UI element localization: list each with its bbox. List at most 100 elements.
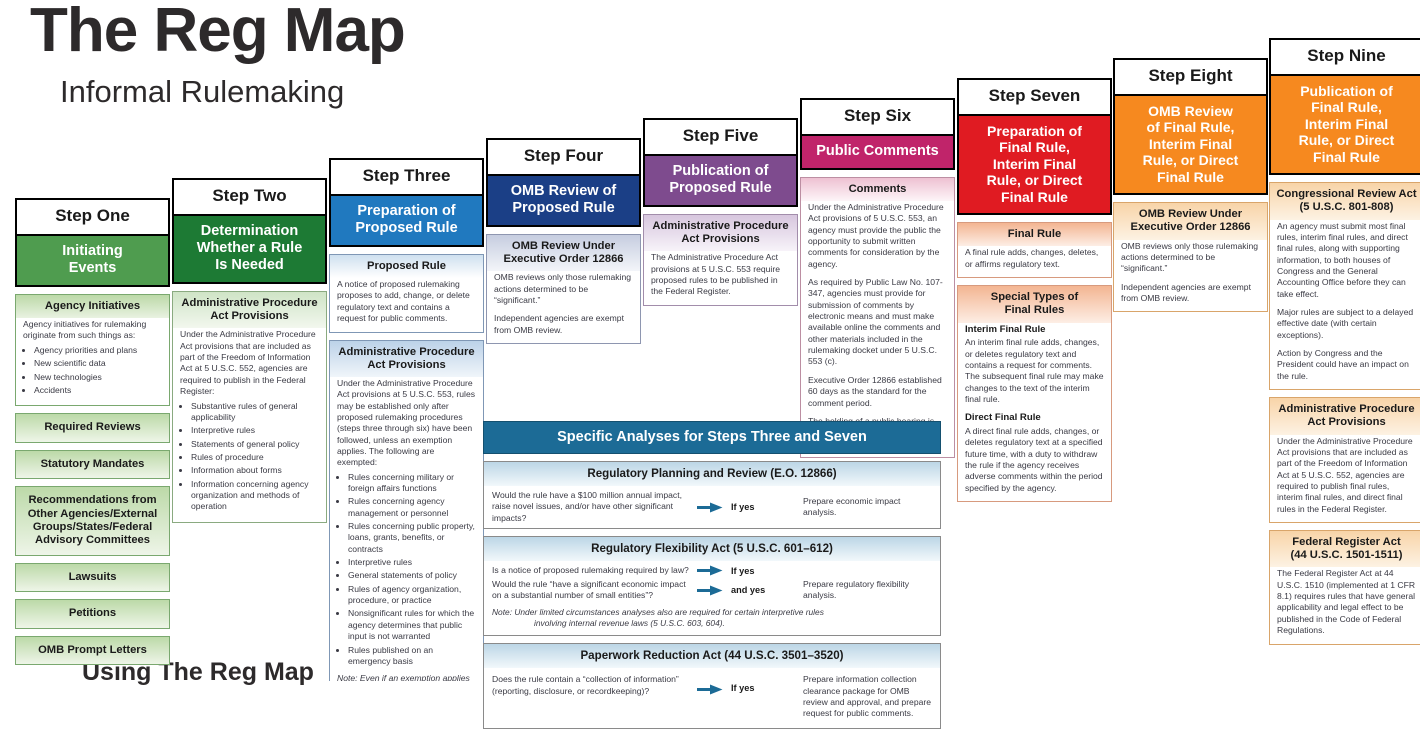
paragraph: An agency must submit most final rules, … <box>1277 220 1408 299</box>
analysis-box-title: Regulatory Planning and Review (E.O. 128… <box>484 462 940 486</box>
step-three-band: Preparation of Proposed Rule <box>331 193 482 245</box>
card-body: The Administrative Procedure Act provisi… <box>644 251 797 304</box>
pill-required-reviews: Required Reviews <box>15 413 170 443</box>
analysis-question: Does the rule contain a “collection of i… <box>492 674 679 696</box>
analysis-box-title: Regulatory Flexibility Act (5 U.S.C. 601… <box>484 537 940 562</box>
page-subtitle: Informal Rulemaking <box>60 74 345 109</box>
pill-lawsuits: Lawsuits <box>15 562 170 593</box>
list-item: Rules concerning military or foreign aff… <box>348 472 476 495</box>
analysis-row: Is a notice of proposed rulemaking requi… <box>484 561 940 577</box>
card-body: The Federal Register Act at 44 U.S.C. 15… <box>1270 567 1420 643</box>
step-eight-header: Step Eight OMB Review of Final Rule, Int… <box>1113 58 1268 196</box>
analysis-condition: If yes <box>731 683 755 694</box>
step-five-name: Step Five <box>682 126 759 145</box>
step-six-band: Public Comments <box>802 133 953 168</box>
card-proposed-rule: Proposed Rule A notice of proposed rulem… <box>329 253 484 333</box>
specific-analyses-header: Specific Analyses for Steps Three and Se… <box>483 421 941 454</box>
step-column-three: Step Three Preparation of Proposed Rule … <box>329 158 484 681</box>
card-special-types-final-rules: Special Types of Final Rules Interim Fin… <box>957 285 1112 503</box>
arrow-right-icon <box>697 502 731 513</box>
card-title: OMB Review Under Executive Order 12866 <box>487 234 640 272</box>
arrow-right-icon <box>697 674 731 695</box>
subsection-heading: Interim Final Rule <box>965 323 1046 335</box>
card-title: Administrative Procedure Act Provisions <box>1270 398 1420 435</box>
card-title: Final Rule <box>958 223 1111 247</box>
step-column-four: Step Four OMB Review of Proposed Rule OM… <box>486 138 641 345</box>
card-body: Under the Administrative Procedure Act p… <box>173 328 326 521</box>
card-title: Administrative Procedure Act Provisions <box>644 214 797 252</box>
card-apa-provisions-step-three: Administrative Procedure Act Provisions … <box>329 339 484 681</box>
paragraph: Under the Administrative Procedure Act p… <box>808 202 944 269</box>
step-column-eight: Step Eight OMB Review of Final Rule, Int… <box>1113 58 1268 313</box>
card-apa-provisions-step-nine: Administrative Procedure Act Provisions … <box>1269 397 1420 524</box>
analysis-action: Prepare economic impact analysis. <box>803 495 901 518</box>
analysis-condition: If yes <box>731 565 755 576</box>
subsection-text: A direct final rule adds, changes, or de… <box>965 425 1103 493</box>
card-body: A notice of proposed rulemaking proposes… <box>330 278 483 331</box>
list-item: Statements of general policy <box>191 439 319 450</box>
analysis-row: Does the rule contain a “collection of i… <box>484 668 940 728</box>
step-nine-name: Step Nine <box>1307 46 1386 65</box>
step-four-band: OMB Review of Proposed Rule <box>488 173 639 225</box>
card-note: Note: Even if an exemption applies under… <box>337 673 470 681</box>
page-title: The Reg Map <box>30 0 406 65</box>
step-eight-band: OMB Review of Final Rule, Interim Final … <box>1115 93 1266 194</box>
analysis-note: Note: Under limited circumstances analys… <box>484 606 940 636</box>
card-omb-review-step-four: OMB Review Under Executive Order 12866 O… <box>486 233 641 345</box>
list-item: Rules published on an emergency basis <box>348 645 476 668</box>
paragraph: The Federal Register Act at 44 U.S.C. 15… <box>1277 568 1416 636</box>
paragraph: Action by Congress and the President cou… <box>1277 348 1409 381</box>
step-nine-band: Publication of Final Rule, Interim Final… <box>1271 73 1420 174</box>
analysis-condition: If yes <box>731 502 755 513</box>
pill-statutory-mandates: Statutory Mandates <box>15 449 170 480</box>
card-bullets: Rules concerning military or foreign aff… <box>337 472 476 668</box>
list-item: Rules concerning agency management or pe… <box>348 496 476 519</box>
step-five-header: Step Five Publication of Proposed Rule <box>643 118 798 207</box>
step-nine-header: Step Nine Publication of Final Rule, Int… <box>1269 38 1420 176</box>
analysis-action: Prepare regulatory flexibility analysis. <box>803 578 910 601</box>
analysis-box-regulatory-planning: Regulatory Planning and Review (E.O. 128… <box>483 461 941 530</box>
step-one-header: Step One Initiating Events <box>15 198 170 287</box>
subsection-text: An interim final rule adds, changes, or … <box>965 337 1104 404</box>
analysis-box-paperwork-reduction: Paperwork Reduction Act (44 U.S.C. 3501–… <box>483 643 941 729</box>
list-item: New technologies <box>34 372 162 383</box>
card-body: Interim Final Rule An interim final rule… <box>958 323 1111 501</box>
card-intro: Under the Administrative Procedure Act p… <box>180 329 316 397</box>
card-body: An agency must submit most final rules, … <box>1270 220 1420 389</box>
card-body: Agency initiatives for rulemaking origin… <box>16 318 169 405</box>
step-seven-header: Step Seven Preparation of Final Rule, In… <box>957 78 1112 216</box>
card-body: OMB reviews only those rulemaking action… <box>1114 240 1267 312</box>
card-title: Administrative Procedure Act Provisions <box>330 340 483 377</box>
analysis-box-title: Paperwork Reduction Act (44 U.S.C. 3501–… <box>484 644 940 669</box>
arrow-right-icon <box>697 585 731 596</box>
paragraph: The Administrative Procedure Act provisi… <box>651 252 780 297</box>
list-item: General statements of policy <box>348 570 476 581</box>
card-body: Under the Administrative Procedure Act p… <box>1270 435 1420 522</box>
list-item: Substantive rules of general applicabili… <box>191 401 319 424</box>
list-item: Information concerning agency organizati… <box>191 479 319 513</box>
step-six-header: Step Six Public Comments <box>800 98 955 170</box>
paragraph: OMB reviews only those rulemaking action… <box>494 272 632 306</box>
card-agency-initiatives: Agency Initiatives Agency initiatives fo… <box>15 293 170 407</box>
step-seven-name: Step Seven <box>988 86 1081 105</box>
list-item: Accidents <box>34 385 162 396</box>
card-title: Administrative Procedure Act Provisions <box>173 292 326 329</box>
arrow-right-icon <box>697 565 731 576</box>
reg-map-canvas: The Reg Map Informal Rulemaking Using Th… <box>0 0 1420 681</box>
step-one-name: Step One <box>55 206 130 225</box>
paragraph: A final rule adds, changes, deletes, or … <box>965 247 1099 269</box>
card-title: Comments <box>801 177 954 202</box>
card-title: OMB Review Under Executive Order 12866 <box>1114 203 1267 240</box>
step-six-name: Step Six <box>843 106 912 125</box>
step-seven-band: Preparation of Final Rule, Interim Final… <box>959 113 1110 214</box>
pill-omb-prompt-letters: OMB Prompt Letters <box>15 635 170 666</box>
step-column-seven: Step Seven Preparation of Final Rule, In… <box>957 78 1112 503</box>
list-item: Rules of agency organization, procedure,… <box>348 584 476 607</box>
list-item: Interpretive rules <box>348 557 476 568</box>
card-title: Federal Register Act (44 U.S.C. 1501-151… <box>1270 531 1420 568</box>
card-apa-provisions-step-two: Administrative Procedure Act Provisions … <box>172 291 327 523</box>
card-body: Under the Administrative Procedure Act p… <box>801 201 954 457</box>
card-bullets: Substantive rules of general applicabili… <box>180 401 319 513</box>
list-item: Information about forms <box>191 465 319 476</box>
analysis-question: Is a notice of proposed rulemaking requi… <box>492 565 689 576</box>
